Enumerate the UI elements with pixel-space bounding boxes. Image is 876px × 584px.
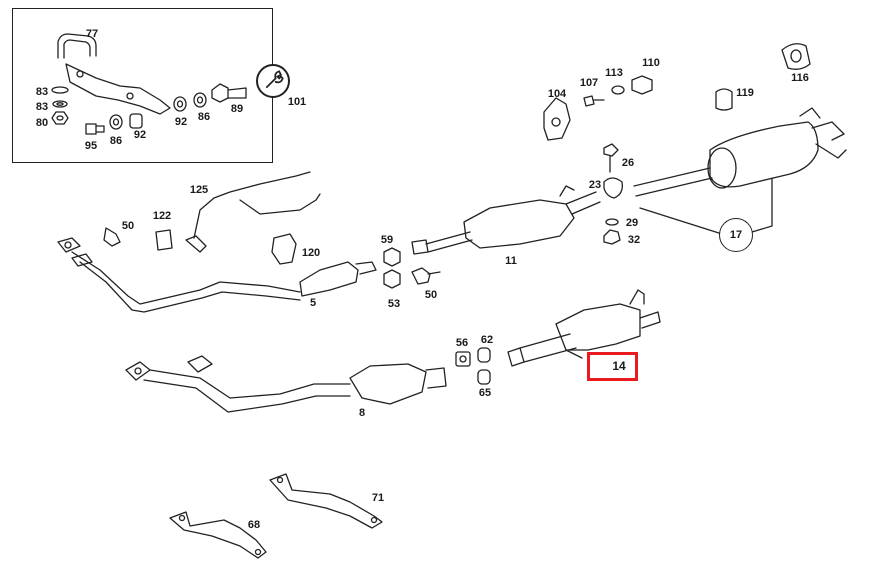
- part-label-50: 50: [121, 220, 135, 232]
- part-label-86: 86: [109, 135, 123, 147]
- part-label-26: 26: [621, 157, 635, 169]
- front-pipe-8: [125, 355, 447, 413]
- part-label-71: 71: [371, 492, 385, 504]
- part-label-17: 17: [729, 229, 743, 241]
- part-label-59: 59: [380, 234, 394, 246]
- part-label-122: 122: [152, 210, 172, 222]
- part-label-86: 86: [197, 111, 211, 123]
- reference-circle: [719, 218, 753, 252]
- part-label-32: 32: [627, 234, 641, 246]
- brackets-68-71: [169, 473, 383, 559]
- part-label-92: 92: [133, 129, 147, 141]
- part-label-83: 83: [35, 86, 49, 98]
- part-label-14: 14: [612, 359, 626, 373]
- clamps-56-65: [455, 347, 491, 385]
- part-label-95: 95: [84, 140, 98, 152]
- rear-section-14: [507, 289, 661, 367]
- front-pipe-5: [57, 237, 377, 313]
- hardware-23-32: [603, 143, 623, 245]
- part-label-5: 5: [309, 297, 317, 309]
- sensor-and-mounts: [103, 171, 321, 265]
- hangers-104-119: [543, 43, 811, 141]
- part-label-113: 113: [605, 67, 623, 79]
- part-label-119: 119: [736, 87, 754, 99]
- part-label-89: 89: [230, 103, 244, 115]
- part-label-116: 116: [791, 72, 809, 84]
- part-label-56: 56: [455, 337, 469, 349]
- part-label-104: 104: [547, 88, 567, 100]
- part-label-125: 125: [189, 184, 209, 196]
- part-label-50: 50: [424, 289, 438, 301]
- part-label-80: 80: [35, 117, 49, 129]
- part-label-120: 120: [301, 247, 321, 259]
- part-label-62: 62: [480, 334, 494, 346]
- small-hardware: [383, 247, 441, 289]
- part-label-68: 68: [247, 519, 261, 531]
- part-label-65: 65: [478, 387, 492, 399]
- part-label-11: 11: [505, 255, 517, 267]
- part-label-107: 107: [579, 77, 599, 89]
- highlight-box: [587, 352, 638, 381]
- inset-parts: [51, 33, 247, 135]
- part-label-101: 101: [287, 96, 307, 108]
- middle-muffler-11: [411, 185, 601, 255]
- part-label-29: 29: [625, 217, 639, 229]
- part-label-23: 23: [588, 179, 602, 191]
- part-label-77: 77: [85, 28, 99, 40]
- part-label-8: 8: [358, 407, 366, 419]
- rear-muffler: [633, 107, 847, 235]
- part-label-83: 83: [35, 101, 49, 113]
- part-label-110: 110: [642, 57, 660, 69]
- part-label-92: 92: [174, 116, 188, 128]
- part-label-53: 53: [387, 298, 401, 310]
- wrench-icon: [256, 64, 290, 98]
